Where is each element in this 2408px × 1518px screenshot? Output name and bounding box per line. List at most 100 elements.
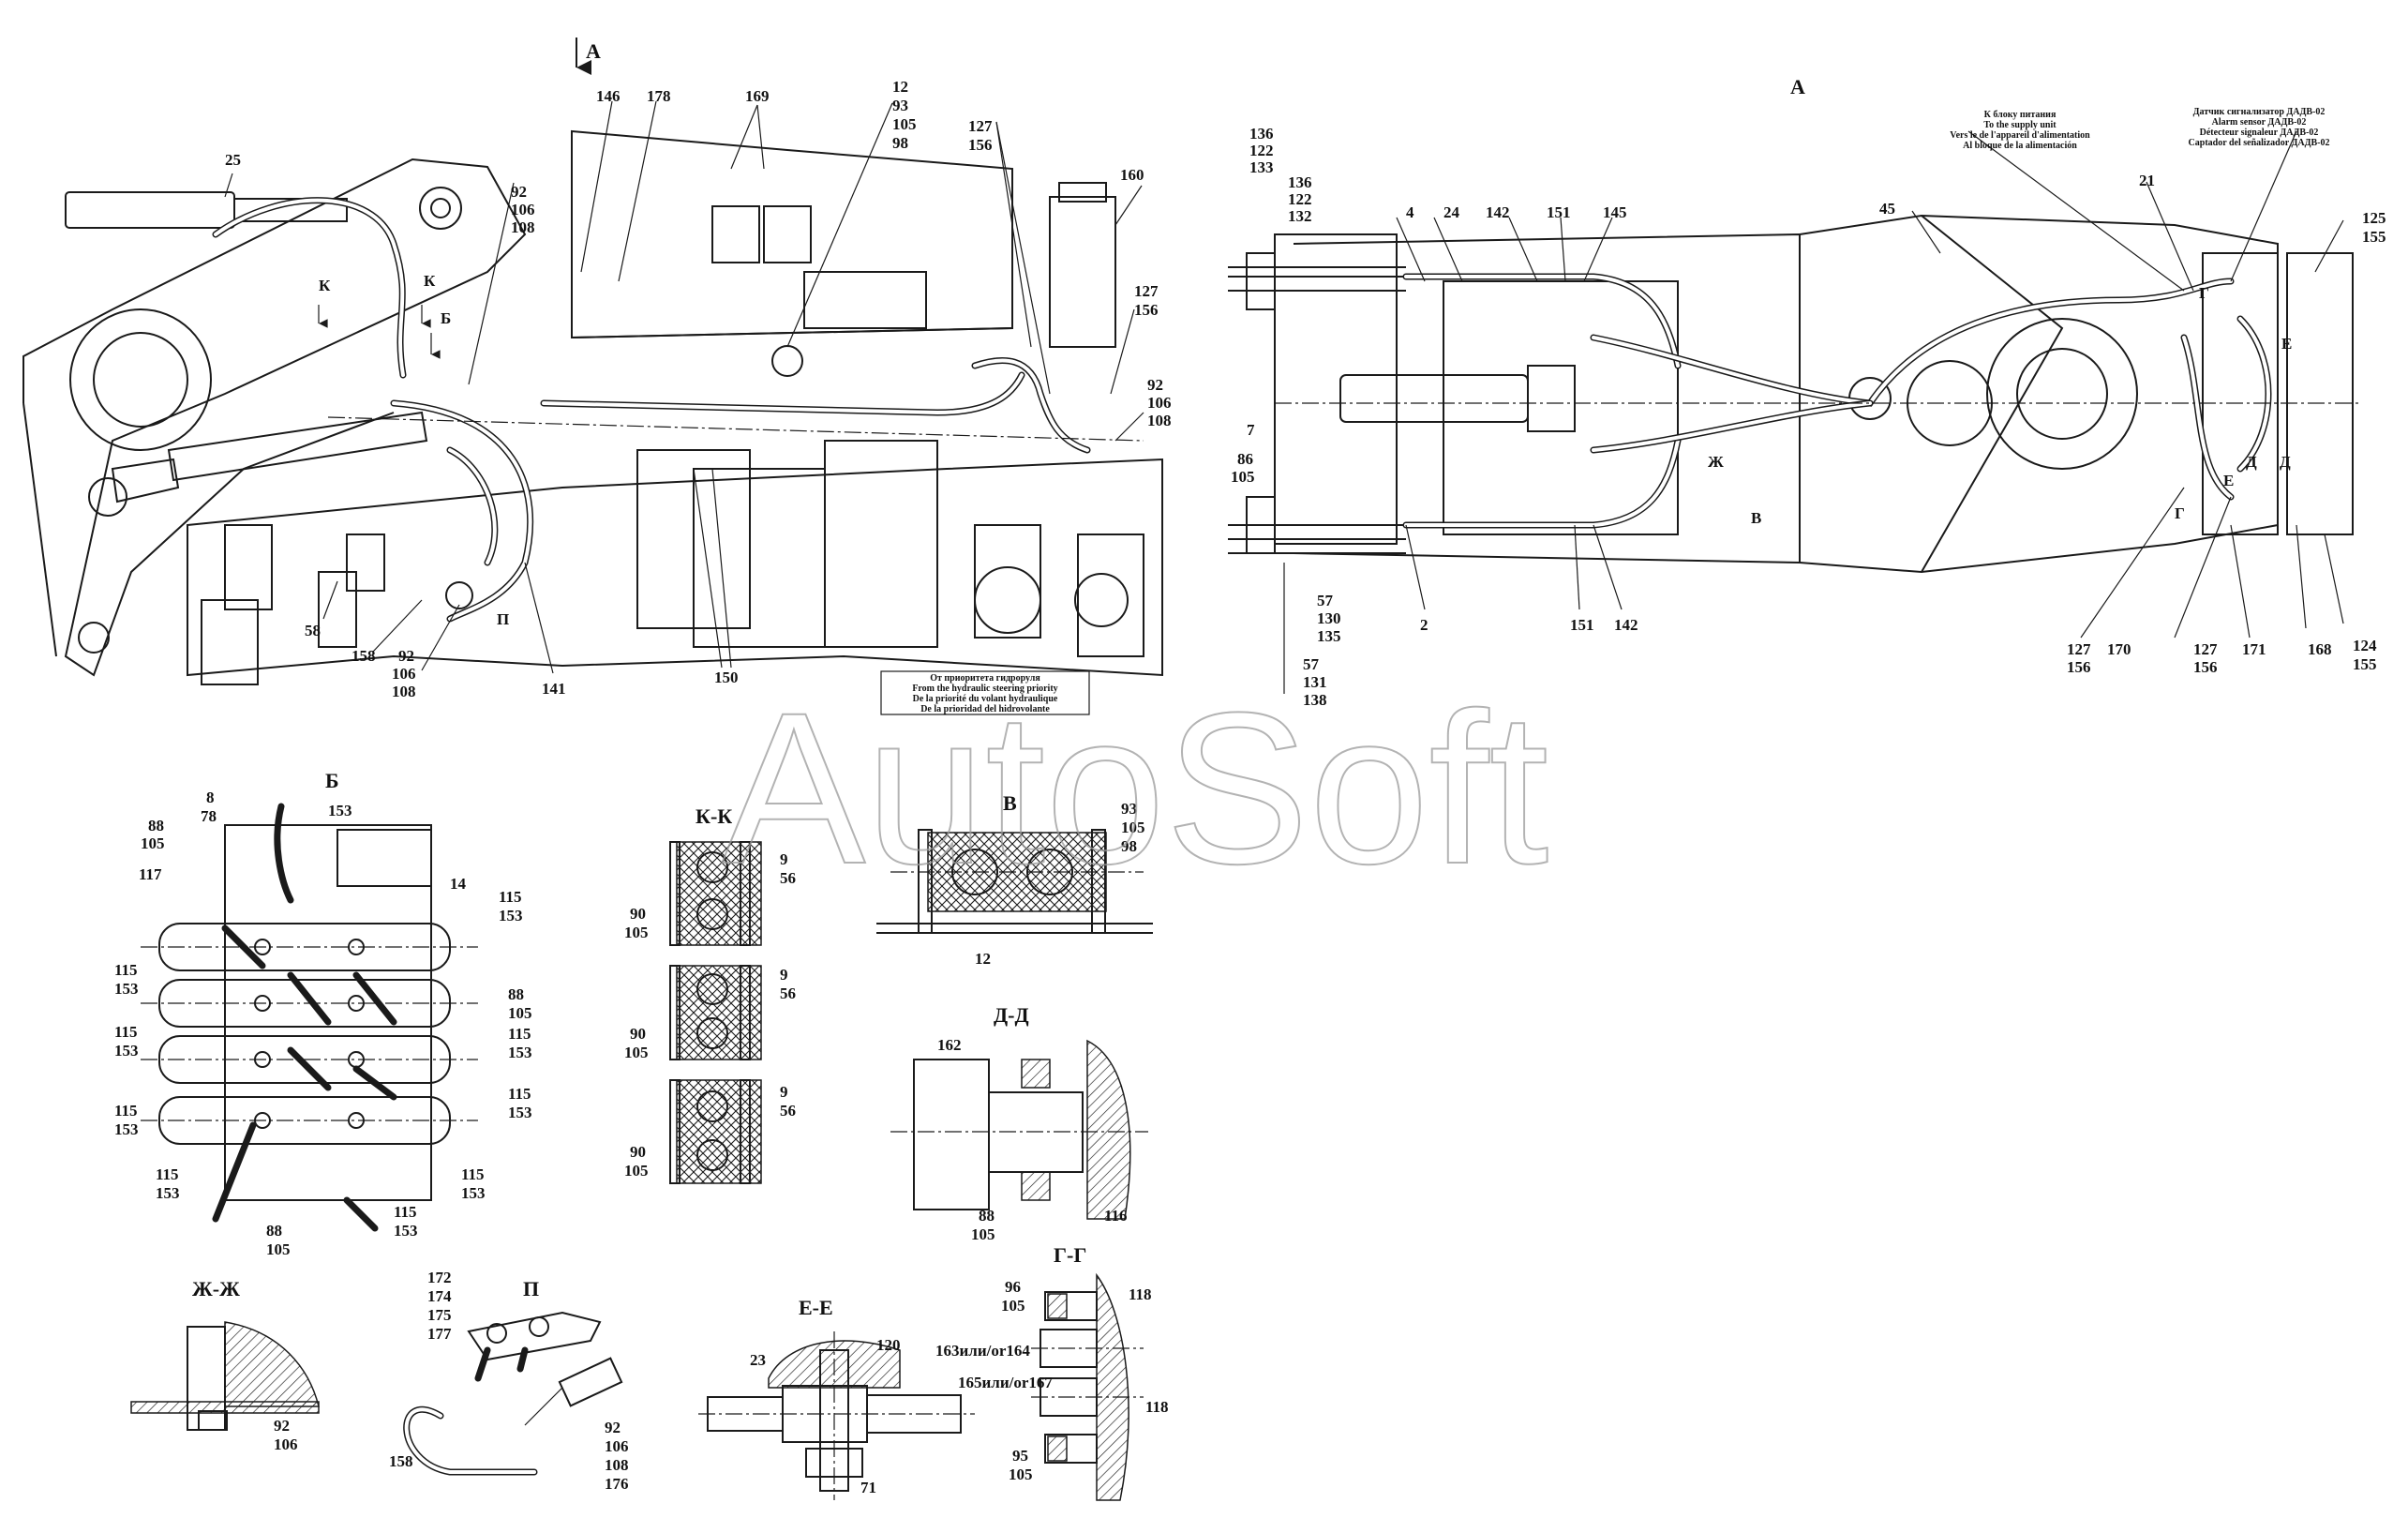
callout-9-56-b: 9 56	[780, 966, 796, 1002]
callout-115-153-bottom: 115 153	[394, 1203, 418, 1240]
autosoft-watermark: AutoSoft	[722, 668, 1548, 909]
callout-115-153-r4: 115 153	[461, 1165, 486, 1202]
callout-9-56-a: 9 56	[780, 850, 796, 887]
section-mark-p: П	[497, 610, 509, 628]
svg-text:130: 130	[1317, 609, 1341, 627]
section-ee-title: Е-Е	[799, 1296, 833, 1319]
plan-mark-g-bottom: Г	[2175, 504, 2185, 522]
svg-text:105: 105	[1231, 468, 1255, 486]
svg-text:132: 132	[1288, 207, 1312, 225]
svg-text:56: 56	[780, 984, 796, 1002]
callout-170: 170	[2107, 640, 2131, 658]
callout-118-top: 118	[1129, 1285, 1152, 1303]
svg-text:105: 105	[624, 1162, 649, 1180]
svg-text:92: 92	[398, 647, 414, 665]
svg-text:Датчик сигнализатор ДАДВ-02: Датчик сигнализатор ДАДВ-02	[2193, 107, 2326, 117]
callout-45: 45	[1879, 200, 1895, 218]
svg-text:78: 78	[201, 807, 217, 825]
callout-88-105-dd: 88 105	[971, 1207, 995, 1243]
svg-text:155: 155	[2353, 655, 2377, 673]
callout-168: 168	[2308, 640, 2332, 658]
svg-text:92: 92	[511, 183, 527, 201]
svg-text:115: 115	[114, 1023, 138, 1041]
callout-57-130-135: 57 130 135	[1317, 592, 1341, 645]
svg-text:125: 125	[2362, 209, 2386, 227]
svg-text:De la prioridad del hidrovolan: De la prioridad del hidrovolante	[920, 704, 1050, 714]
callout-169: 169	[745, 87, 770, 105]
callout-153-top: 153	[328, 802, 352, 819]
svg-text:115: 115	[508, 1085, 531, 1103]
callout-174: 174	[427, 1287, 452, 1305]
alarm-sensor-note: Датчик сигнализатор ДАДВ-02 Alarm sensor…	[2189, 107, 2330, 148]
callout-14: 14	[450, 875, 467, 893]
svg-text:90: 90	[630, 905, 646, 923]
callout-8-78: 8 78	[201, 789, 217, 825]
view-a-title: A	[1790, 75, 1805, 98]
svg-text:153: 153	[114, 1042, 139, 1060]
callout-146: 146	[596, 87, 621, 105]
plan-mark-e-top: Е	[2281, 335, 2292, 353]
callout-12-93-105-98: 12 93 105 98	[892, 78, 917, 152]
callout-23: 23	[750, 1351, 766, 1369]
callout-136-122-133: 136 122 133	[1249, 125, 1274, 176]
callout-117: 117	[139, 865, 162, 883]
callout-115-153-r2: 115 153	[508, 1025, 532, 1061]
svg-text:92: 92	[274, 1417, 290, 1435]
callout-115-153-r1: 115 153	[499, 888, 523, 924]
svg-text:105: 105	[1121, 819, 1145, 836]
callout-141: 141	[542, 680, 566, 698]
svg-text:To the supply unit: To the supply unit	[1983, 120, 2057, 130]
callout-57-131-138: 57 131 138	[1303, 655, 1327, 709]
section-ee-labels: Е-Е 23 120 71	[750, 1296, 901, 1496]
callout-124-155: 124 155	[2353, 637, 2377, 673]
callout-92-106-zh: 92 106	[274, 1417, 298, 1453]
svg-text:115: 115	[114, 1102, 138, 1120]
callout-95-105: 95 105	[1009, 1447, 1033, 1483]
callout-165-167: 165или/or167	[958, 1374, 1053, 1391]
svg-text:106: 106	[274, 1435, 298, 1453]
svg-text:122: 122	[1249, 142, 1274, 159]
plan-mark-d-right: Д	[2280, 453, 2291, 471]
svg-text:155: 155	[2362, 228, 2386, 246]
callout-12: 12	[975, 950, 991, 968]
callout-90-105-b: 90 105	[624, 1025, 649, 1061]
callout-115-153-l1: 115 153	[114, 961, 139, 998]
svg-text:127: 127	[1134, 282, 1159, 300]
callout-92-106-108-176: 92 106 108 176	[605, 1419, 629, 1493]
svg-text:108: 108	[605, 1456, 629, 1474]
svg-text:96: 96	[1005, 1278, 1021, 1296]
svg-text:108: 108	[511, 218, 535, 236]
section-dd-drawing	[890, 1039, 1148, 1220]
callout-96-105: 96 105	[1001, 1278, 1025, 1315]
callout-21: 21	[2139, 172, 2155, 189]
callout-125-155: 125 155	[2362, 209, 2386, 246]
plan-mark-v: В	[1751, 509, 1761, 527]
svg-text:Alarm sensor ДАДВ-02: Alarm sensor ДАДВ-02	[2212, 117, 2307, 128]
svg-text:56: 56	[780, 869, 796, 887]
svg-text:153: 153	[508, 1044, 532, 1061]
svg-text:115: 115	[499, 888, 522, 906]
svg-text:106: 106	[392, 665, 416, 683]
section-b-drawing	[141, 803, 478, 1232]
svg-text:88: 88	[979, 1207, 995, 1225]
svg-text:88: 88	[266, 1222, 282, 1240]
svg-text:105: 105	[624, 924, 649, 941]
callout-88-105-bottom: 88 105	[266, 1222, 291, 1258]
svg-text:106: 106	[605, 1437, 629, 1455]
callout-88-105-top: 88 105	[141, 817, 165, 852]
svg-text:115: 115	[461, 1165, 485, 1183]
svg-text:105: 105	[971, 1225, 995, 1243]
svg-text:92: 92	[1147, 376, 1163, 394]
callout-158: 158	[351, 647, 376, 665]
section-dd-labels: Д-Д 162 88 105 116	[937, 1003, 1128, 1243]
svg-text:105: 105	[508, 1004, 532, 1022]
callout-25: 25	[225, 151, 241, 169]
section-kk-labels: К-К 9 56 90 105 9 56 90 105 9 56 90 105	[624, 804, 796, 1180]
svg-text:136: 136	[1249, 125, 1274, 143]
callout-92-106-108-top: 92 106 108	[511, 183, 535, 236]
svg-text:98: 98	[892, 134, 908, 152]
callout-118-bottom: 118	[1145, 1398, 1169, 1416]
svg-text:122: 122	[1288, 190, 1312, 208]
svg-text:56: 56	[780, 1102, 796, 1120]
svg-text:105: 105	[892, 115, 917, 133]
